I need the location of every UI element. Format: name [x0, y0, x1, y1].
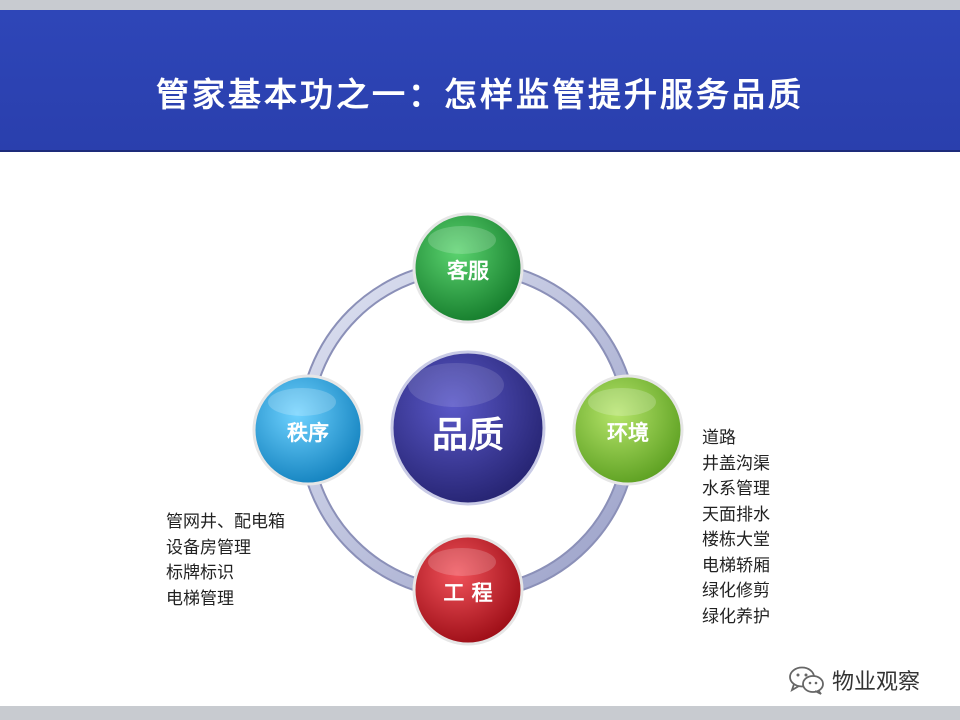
- node-right-label: 环境: [607, 420, 649, 445]
- slide-title: 管家基本功之一：怎样监管提升服务品质: [156, 75, 804, 114]
- list-item: 电梯轿厢: [702, 555, 770, 576]
- top-strip: [0, 0, 960, 10]
- node-top: [412, 212, 524, 324]
- list-item: 井盖沟渠: [702, 453, 770, 474]
- node-bottom: [412, 534, 524, 646]
- wechat-icon: [789, 666, 824, 695]
- node-bottom-label: 工 程: [443, 580, 493, 605]
- list-item: 设备房管理: [166, 537, 251, 558]
- list-item: 天面排水: [702, 504, 770, 525]
- node-left-label: 秩序: [287, 420, 329, 445]
- node-left: [252, 374, 364, 486]
- center-label: 品质: [431, 414, 504, 456]
- title-banner: 管家基本功之一：怎样监管提升服务品质: [0, 10, 960, 152]
- list-item: 绿化修剪: [702, 581, 770, 601]
- list-item: 水系管理: [702, 479, 770, 499]
- watermark-text: 物业观察: [832, 670, 921, 695]
- center-circle: [390, 350, 546, 506]
- list-item: 绿化养护: [702, 606, 770, 627]
- list-item: 楼栋大堂: [702, 530, 770, 550]
- bottom-strip: [0, 706, 960, 720]
- node-right: [572, 374, 684, 486]
- list-item: 标牌标识: [166, 563, 234, 583]
- watermark: 物业观察: [788, 664, 920, 696]
- list-item: 电梯管理: [166, 588, 234, 609]
- right-list: 道路 井盖沟渠 水系管理 天面排水 楼栋大堂 电梯轿厢 绿化修剪 绿化养护: [702, 426, 770, 630]
- left-list: 管网井、配电箱 设备房管理 标牌标识 电梯管理: [166, 510, 285, 612]
- node-top-label: 客服: [447, 258, 489, 283]
- list-item: 道路: [702, 428, 736, 448]
- list-item: 管网井、配电箱: [166, 512, 285, 532]
